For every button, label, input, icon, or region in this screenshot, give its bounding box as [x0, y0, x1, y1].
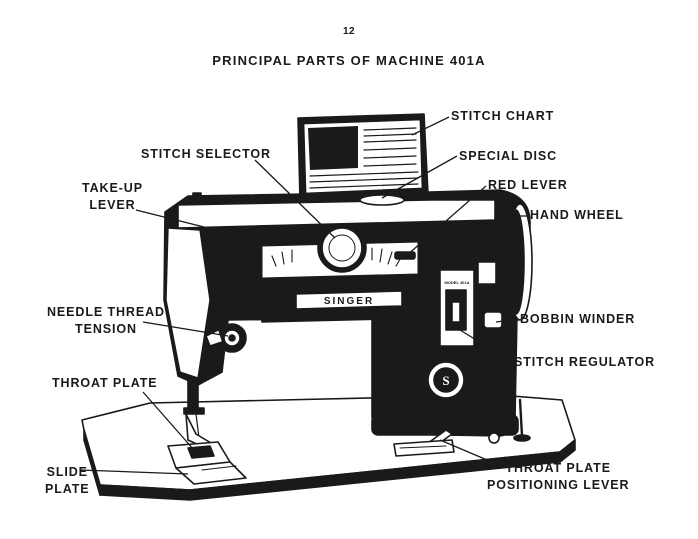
leader-needle-thread-tension — [142, 321, 229, 337]
label-slide-plate: SLIDE PLATE — [45, 465, 90, 496]
label-needle-thread-tension: NEEDLE THREAD TENSION — [47, 305, 165, 336]
leader-throat-plate — [142, 391, 195, 451]
leader-stitch-regulator — [459, 329, 513, 363]
label-bobbin-winder: BOBBIN WINDER — [520, 312, 636, 326]
leader-throat-plate-positioning-lever — [439, 439, 507, 469]
red-lever-knob — [394, 251, 416, 260]
nameplate-bar — [259, 282, 426, 323]
leader-take-up-lever — [135, 209, 217, 231]
emblem-letter: S — [442, 373, 449, 388]
stitch-selector-knob — [317, 223, 367, 273]
label-throat-plate: THROAT PLATE — [52, 376, 158, 390]
leader-special-disc — [381, 155, 458, 199]
leader-red-lever — [405, 185, 487, 257]
stitch-chart-panel — [297, 113, 429, 201]
label-take-up-lever: TAKE-UP LEVER — [82, 181, 143, 212]
page-title: PRINCIPAL PARTS OF MACHINE 401A — [212, 53, 486, 68]
spool-pin — [488, 398, 531, 444]
leader-stitch-selector — [254, 159, 336, 239]
throat-plate — [167, 441, 231, 469]
label-stitch-selector: STITCH SELECTOR — [141, 147, 271, 161]
singer-emblem — [427, 361, 465, 399]
label-special-disc: SPECIAL DISC — [459, 149, 558, 163]
tension-assembly — [205, 323, 247, 353]
label-stitch-chart: STITCH CHART — [451, 109, 555, 123]
leader-stitch-chart — [411, 116, 450, 136]
page-number: 12 — [342, 26, 356, 37]
leader-slide-plate — [79, 469, 189, 475]
model-badge-panel — [439, 269, 475, 347]
label-red-lever: RED LEVER — [488, 178, 568, 192]
nameplate-text: SINGER — [324, 296, 374, 307]
model-badge-text: MODEL 401A — [444, 280, 469, 285]
slide-plate — [175, 461, 247, 485]
label-throat-plate-positioning-lever: THROAT PLATE POSITIONING LEVER — [487, 461, 630, 492]
special-disc-slot — [359, 194, 405, 206]
label-stitch-regulator: STITCH REGULATOR — [514, 355, 656, 369]
leader-bobbin-winder — [495, 318, 519, 323]
throat-plate-positioning-lever — [393, 429, 455, 457]
leader-lines — [79, 116, 528, 475]
label-hand-wheel: HAND WHEEL — [530, 208, 624, 222]
bobbin-winder — [477, 261, 503, 329]
